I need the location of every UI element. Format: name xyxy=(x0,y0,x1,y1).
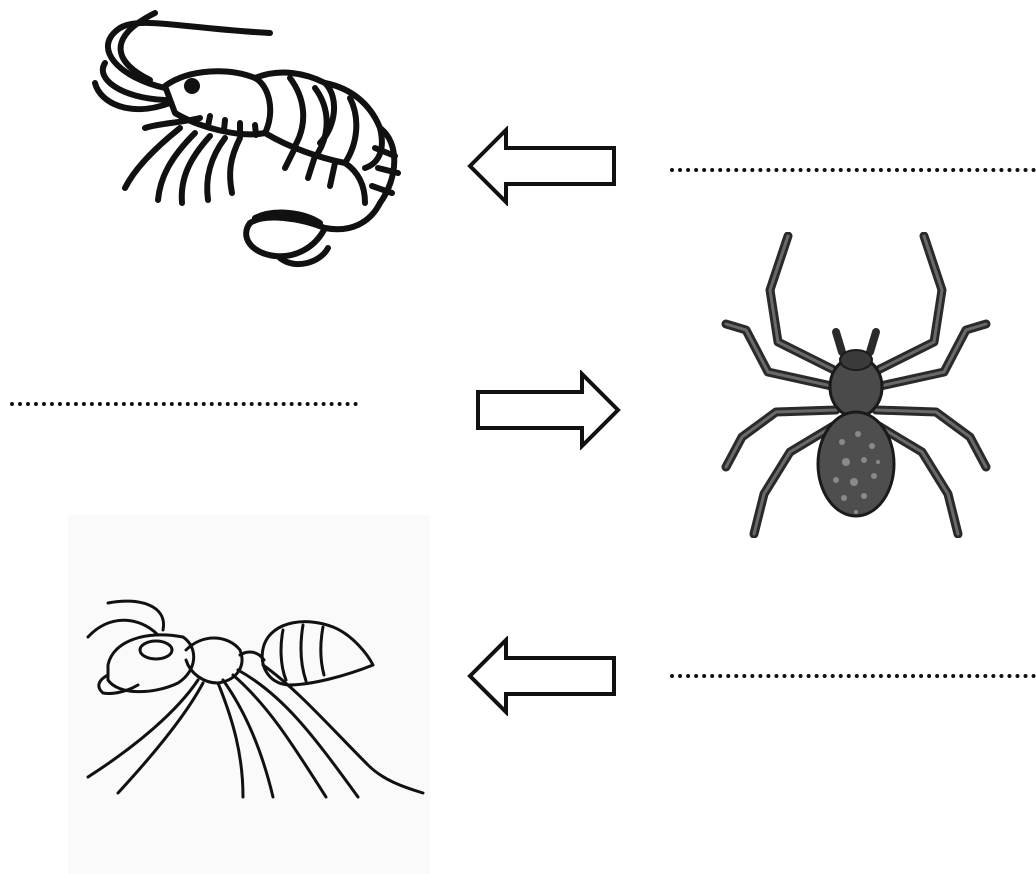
answer-line-2[interactable] xyxy=(10,402,358,406)
arrow-left-2 xyxy=(466,636,618,716)
ant-picture xyxy=(68,515,430,874)
arrow-left-icon xyxy=(466,126,618,206)
answer-line-3[interactable] xyxy=(670,674,1036,678)
spider-icon xyxy=(718,232,994,538)
arrow-right-1 xyxy=(474,370,622,450)
shrimp-picture xyxy=(80,8,410,270)
arrow-right-icon xyxy=(474,370,622,450)
answer-line-1[interactable] xyxy=(670,168,1036,172)
arrow-left-icon xyxy=(466,636,618,716)
spider-picture xyxy=(718,232,994,538)
ant-icon xyxy=(68,515,430,874)
shrimp-icon xyxy=(80,8,410,270)
arrow-left-1 xyxy=(466,126,618,206)
